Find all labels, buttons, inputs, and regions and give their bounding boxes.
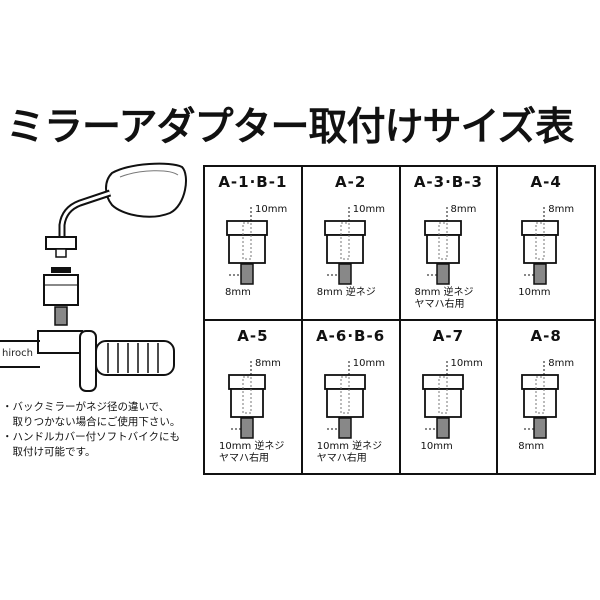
bottom-thread-size: 8mm	[225, 287, 251, 298]
adapter-diagram	[521, 361, 560, 439]
top-thread-size: 8mm	[548, 358, 575, 369]
note-line: 取りつかない場合にご使用下さい。	[2, 416, 181, 428]
adapter-body	[242, 222, 252, 260]
adapter-code: A-3·B-3	[413, 173, 483, 191]
adapter-cell: A-1·B-1 10mm 8mm	[205, 167, 301, 319]
adapter-diagram	[228, 361, 266, 439]
adapter-code: A-6·B-6	[316, 327, 386, 345]
bottom-thread-size: ヤマハ右用	[219, 453, 269, 464]
bottom-thread-size: ヤマハ右用	[414, 299, 465, 310]
bottom-thread-size: 10mm	[420, 441, 453, 452]
adapter-cell: A-6·B-6 10mm 10mm 逆ネジヤマハ右用	[302, 321, 399, 473]
thread-stub	[533, 417, 547, 439]
adapter-cell: A-7 10mm 10mm	[400, 321, 497, 473]
adapter-body	[242, 376, 252, 414]
adapter-code: A-2	[334, 173, 367, 191]
note-line: ・バックミラーがネジ径の違いで、	[2, 401, 170, 413]
bottom-thread-size: ヤマハ右用	[316, 453, 367, 464]
adapter-body	[340, 376, 350, 414]
adapter-body	[535, 376, 545, 414]
adapter-code: A-5	[237, 327, 269, 345]
adapter-diagram	[323, 207, 366, 285]
adapter-code: A-8	[530, 327, 562, 345]
thread-stub	[533, 263, 547, 285]
top-thread-size: 8mm	[450, 204, 477, 215]
adapter-diagram	[423, 207, 462, 285]
adapter-cell: A-3·B-3 8mm 8mm 逆ネジヤマハ右用	[400, 167, 497, 319]
adapter-cell: A-4 8mm 10mm	[498, 167, 594, 319]
top-thread-size: 10mm	[352, 204, 385, 215]
note-line: ・ハンドルカバー付ソフトバイクにも	[2, 431, 180, 443]
thread-stub	[435, 417, 450, 439]
adapter-body	[228, 234, 266, 264]
mirror-mount-illustration	[0, 162, 187, 392]
top-thread-size: 10mm	[352, 358, 385, 369]
thread-stub	[338, 263, 352, 285]
bottom-thread-size: 8mm	[518, 441, 545, 452]
note-line: 取付け可能です。	[2, 446, 96, 458]
adapter-cell: A-2 10mm 8mm 逆ネジ	[302, 167, 399, 319]
adapter-body	[523, 388, 558, 418]
thread-stub	[240, 263, 254, 285]
bottom-thread-size: 10mm 逆ネジ	[316, 441, 383, 452]
thread-stub	[435, 263, 450, 285]
adapter-body	[438, 376, 447, 414]
thread-stub	[240, 417, 254, 439]
top-thread-size: 10mm	[255, 204, 288, 215]
adapter-cell: A-5 8mm 10mm 逆ネジヤマハ右用	[205, 321, 301, 473]
watermark-text: hiroch	[0, 348, 35, 359]
adapter-body	[325, 234, 364, 264]
adapter-size-table: A-1·B-1 10mm 8mm A-2 10mm 8mm 逆ネジ A-3·B-3 8mm 8m…	[203, 165, 596, 475]
adapter-body	[425, 234, 460, 264]
adapter-diagram	[323, 361, 366, 439]
adapter-diagram	[226, 207, 268, 285]
adapter-body	[325, 388, 364, 418]
adapter-body	[230, 388, 264, 418]
adapter-code: A-1·B-1	[218, 173, 288, 191]
top-thread-size: 10mm	[450, 358, 483, 369]
adapter-diagram	[521, 207, 560, 285]
adapter-cell: A-8 8mm 8mm	[498, 321, 594, 473]
adapter-body	[438, 222, 447, 260]
adapter-body	[423, 388, 462, 418]
bottom-thread-size: 8mm 逆ネジ	[414, 287, 474, 298]
adapter-code: A-4	[530, 173, 562, 191]
adapter-body	[535, 222, 545, 260]
bottom-thread-size: 8mm 逆ネジ	[316, 287, 376, 298]
adapter-diagram	[421, 361, 464, 439]
bottom-thread-size: 10mm	[518, 287, 551, 298]
bottom-thread-size: 10mm 逆ネジ	[219, 441, 285, 452]
top-thread-size: 8mm	[548, 204, 575, 215]
adapter-code: A-7	[432, 327, 465, 345]
usage-notes: ・バックミラーがネジ径の違いで、 取りつかない場合にご使用下さい。 ・ハンドルカ…	[2, 400, 202, 460]
top-thread-size: 8mm	[255, 358, 281, 369]
page-title: ミラーアダプター取付けサイズ表	[6, 105, 574, 150]
adapter-body	[340, 222, 350, 260]
adapter-body	[523, 234, 558, 264]
thread-stub	[338, 417, 352, 439]
